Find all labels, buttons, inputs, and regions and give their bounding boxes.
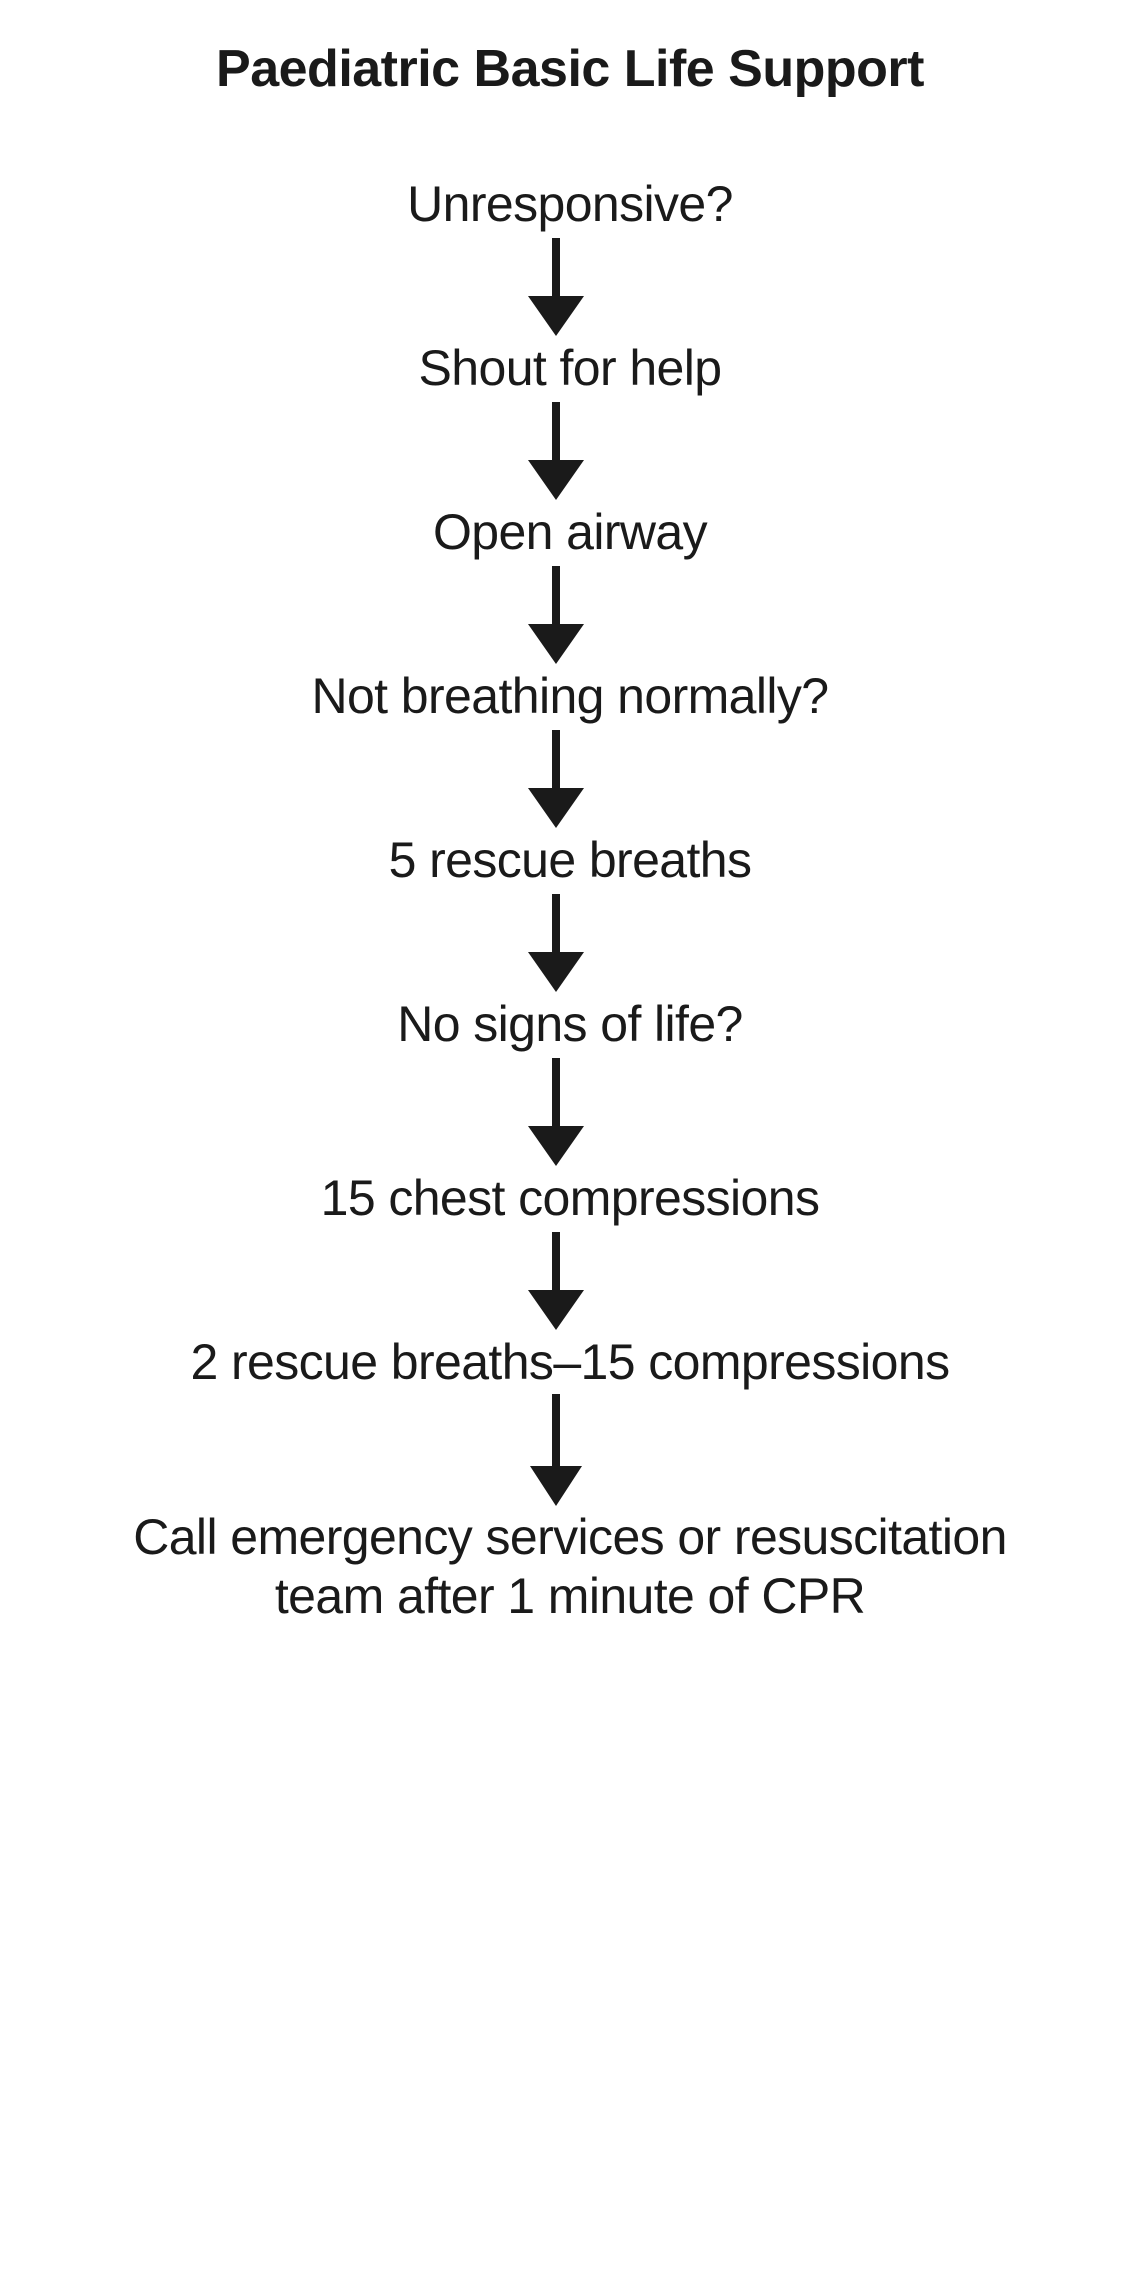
page-title: Paediatric Basic Life Support <box>216 39 924 98</box>
flow-node-label: 5 rescue breaths <box>388 832 752 888</box>
flow-node-label: 2 rescue breaths–15 compressions <box>190 1334 951 1390</box>
flow-connector-6 <box>0 1052 1140 1170</box>
flow-node-no-signs-of-life: No signs of life? <box>0 996 1140 1052</box>
flow-node-label-line-2: team after 1 minute of CPR <box>274 1568 866 1624</box>
flow-node-not-breathing-normally: Not breathing normally? <box>0 668 1140 724</box>
flow-node-open-airway: Open airway <box>0 504 1140 560</box>
flow-node-label: Unresponsive? <box>407 176 733 232</box>
flow-connector-2 <box>0 396 1140 504</box>
flow-node-breaths-compressions-cycle: 2 rescue breaths–15 compressions <box>0 1334 1140 1390</box>
down-arrow-icon <box>530 1394 582 1506</box>
down-arrow-icon <box>528 894 584 992</box>
flow-node-label-line-1: Call emergency services or resuscitation <box>133 1509 1007 1565</box>
flow-node-label: Call emergency services or resuscitation… <box>0 1508 1140 1626</box>
flow-node-unresponsive: Unresponsive? <box>0 176 1140 232</box>
flow-node-shout-for-help: Shout for help <box>0 340 1140 396</box>
flow-node-rescue-breaths: 5 rescue breaths <box>0 832 1140 888</box>
flow-connector-8 <box>0 1390 1140 1508</box>
down-arrow-icon <box>528 402 584 500</box>
flow-node-label: Shout for help <box>418 340 723 396</box>
flow-node-chest-compressions: 15 chest compressions <box>0 1170 1140 1226</box>
flow-node-label: Not breathing normally? <box>311 668 829 724</box>
flowchart-sequence: Unresponsive? Shout for help Open airway <box>0 176 1140 1626</box>
flow-connector-1 <box>0 232 1140 340</box>
down-arrow-icon <box>528 238 584 336</box>
down-arrow-icon <box>528 730 584 828</box>
down-arrow-icon <box>528 1232 584 1330</box>
flow-node-label: 15 chest compressions <box>320 1170 820 1226</box>
down-arrow-icon <box>528 566 584 664</box>
flow-node-label: Open airway <box>432 504 708 560</box>
flow-connector-4 <box>0 724 1140 832</box>
flow-connector-7 <box>0 1226 1140 1334</box>
flow-node-call-emergency-services: Call emergency services or resuscitation… <box>0 1508 1140 1626</box>
flow-connector-5 <box>0 888 1140 996</box>
flow-connector-3 <box>0 560 1140 668</box>
down-arrow-icon <box>528 1058 584 1166</box>
flow-node-label: No signs of life? <box>397 996 743 1052</box>
